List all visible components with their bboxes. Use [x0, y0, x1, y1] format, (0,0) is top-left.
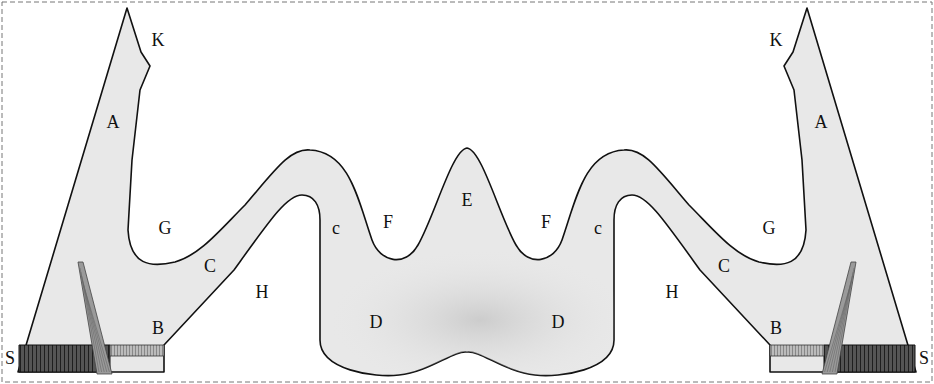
part-letter: F — [541, 213, 551, 231]
part-letter: D — [370, 313, 383, 331]
wedge-line — [83, 284, 109, 372]
base-blocks — [19, 262, 915, 374]
part-letter: K — [152, 31, 165, 49]
part-letter: C — [718, 257, 730, 275]
shading — [330, 250, 630, 384]
base-ledge — [110, 345, 164, 356]
part-letter: A — [815, 113, 828, 131]
base-ledge — [770, 345, 824, 356]
part-letter: H — [666, 283, 679, 301]
part-letter: E — [462, 191, 473, 209]
wedge-line — [825, 284, 851, 372]
part-letter: S — [919, 349, 929, 367]
wedge-line — [80, 268, 99, 372]
part-letter: c — [332, 219, 340, 237]
part-letter: K — [770, 31, 783, 49]
part-letter: H — [256, 283, 269, 301]
part-letter: C — [204, 257, 216, 275]
part-letter: D — [552, 313, 565, 331]
part-letter: A — [107, 113, 120, 131]
wedge-line — [835, 268, 854, 372]
part-letter: G — [763, 219, 776, 237]
part-letter: S — [5, 349, 15, 367]
part-letter: B — [152, 319, 164, 337]
wedge-stroke — [822, 262, 856, 374]
part-letter: G — [159, 219, 172, 237]
part-letter: B — [770, 319, 782, 337]
wedge-stroke — [78, 262, 112, 374]
part-letter: F — [383, 213, 393, 231]
part-letter: c — [594, 219, 602, 237]
